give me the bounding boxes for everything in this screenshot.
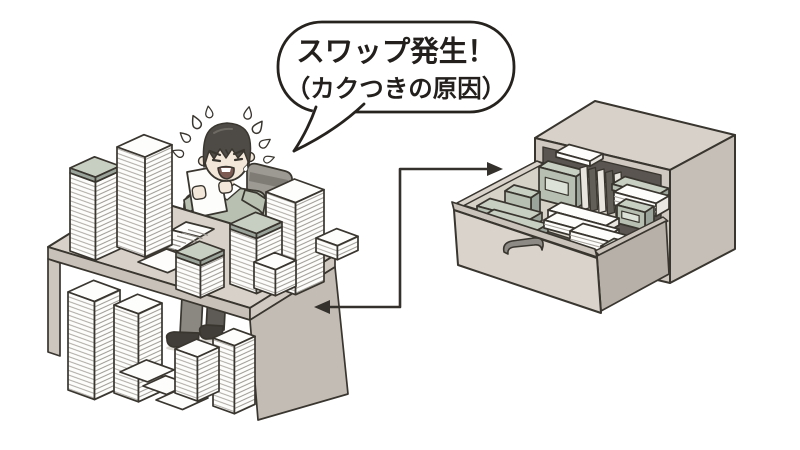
paper-stack — [67, 279, 121, 401]
paper-stack — [116, 133, 173, 258]
bubble-tail-edge — [292, 105, 318, 153]
file-stack-green — [175, 240, 225, 299]
paper-stack — [212, 327, 256, 415]
paper-slab — [555, 143, 604, 168]
left-hand — [191, 184, 207, 201]
desk-left-leg — [47, 258, 61, 357]
book-text-line — [182, 232, 203, 240]
under-desk-stacks — [67, 279, 256, 415]
stack-right-face — [336, 235, 359, 261]
loose-sheet — [119, 359, 175, 383]
sweat-drop — [257, 135, 274, 151]
bubble-tail-edge — [292, 102, 366, 153]
stack-left-face — [174, 348, 199, 402]
stack-right-face — [274, 259, 297, 297]
stack-right-face — [233, 335, 256, 415]
left-eye — [211, 158, 222, 163]
stack-left-face — [67, 291, 96, 401]
stack-right-face — [196, 346, 220, 402]
sweat-drop — [249, 118, 267, 136]
sweat-drop — [262, 153, 276, 165]
sweat-drop — [242, 105, 254, 121]
stack-left-face — [229, 228, 258, 295]
book-text-line — [187, 229, 209, 236]
stack-right-face — [94, 170, 121, 262]
drawer-cabinet — [451, 100, 736, 314]
file-label — [544, 176, 569, 196]
file-folder — [538, 160, 586, 210]
right-hand — [218, 179, 233, 194]
speech-bubble: スワップ発生！ （カクつきの原因） — [276, 20, 516, 153]
frown-wrinkle — [225, 149, 229, 155]
arrow-line — [327, 167, 491, 309]
stack-right-face — [199, 254, 225, 299]
sweat-drop — [188, 113, 204, 131]
teeth — [221, 168, 231, 172]
stack-left-face — [113, 304, 140, 403]
book-spine — [596, 168, 607, 214]
book-spine — [604, 169, 616, 216]
sweat-drop — [177, 129, 193, 145]
slab-side — [589, 152, 604, 168]
paper-stack — [315, 227, 359, 261]
right-eyebrow — [232, 148, 246, 156]
bubble-text-line2: （カクつきの原因） — [286, 74, 507, 103]
sweat-drop — [203, 104, 214, 119]
left-eyebrow — [208, 149, 222, 157]
book-spine — [587, 166, 599, 213]
stack-left-face — [116, 146, 146, 258]
worker-hair — [202, 122, 252, 168]
drawer-handle — [502, 237, 544, 255]
bubble-text-line1: スワップ発生！ — [296, 34, 496, 68]
chair-back-band — [249, 172, 288, 189]
stack-right-face — [144, 143, 173, 258]
sweat-drop — [170, 146, 186, 160]
bubble-body — [276, 20, 516, 114]
stack-left-face — [69, 172, 97, 262]
paper-stack — [253, 251, 297, 297]
arrowhead-left — [314, 300, 330, 314]
arrowhead-right — [487, 162, 503, 176]
book-spine — [579, 165, 590, 211]
worker-right-arm — [241, 189, 267, 215]
bubble-tail-fill — [294, 99, 366, 151]
desk-scene — [47, 104, 359, 421]
drawer-right-rim — [594, 216, 669, 257]
swap-arrow — [314, 162, 503, 314]
right-eye — [233, 157, 244, 162]
file-label — [621, 210, 640, 224]
hair-highlight — [213, 127, 233, 134]
book-text-line — [176, 235, 198, 243]
paper-stack — [174, 338, 220, 402]
drawer-front-panel — [453, 209, 602, 314]
file-stack-green — [69, 155, 121, 262]
desk-stacks — [69, 133, 359, 299]
